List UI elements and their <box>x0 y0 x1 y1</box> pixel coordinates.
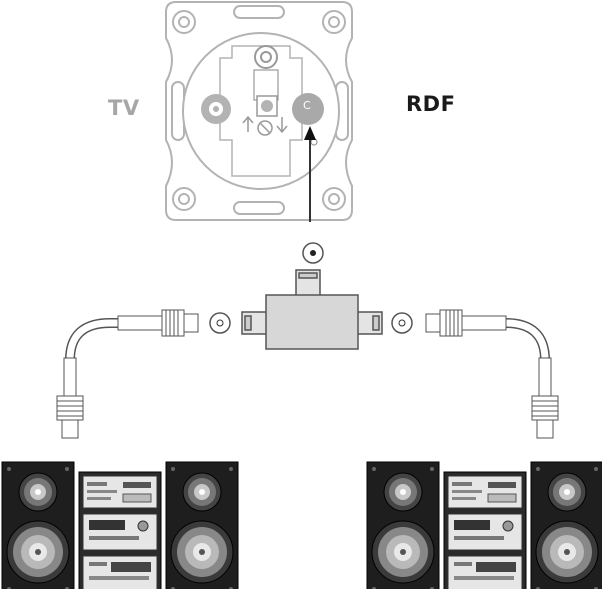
connector-marker-left <box>209 312 231 334</box>
tv-label: TV <box>108 96 140 120</box>
connector-marker-right <box>391 312 413 334</box>
connection-arrow <box>304 126 316 222</box>
stereo-system-right <box>367 462 602 589</box>
rdf-socket-mark: C <box>303 99 311 112</box>
rdf-label: RDF <box>406 92 456 116</box>
tv-socket <box>201 94 231 124</box>
splitter <box>241 269 383 350</box>
connector-marker-top <box>302 242 324 264</box>
stereo-system-left <box>2 462 238 589</box>
center-socket <box>256 95 278 117</box>
left-cable <box>56 309 199 439</box>
right-cable <box>425 309 559 439</box>
rdf-socket <box>292 93 324 125</box>
